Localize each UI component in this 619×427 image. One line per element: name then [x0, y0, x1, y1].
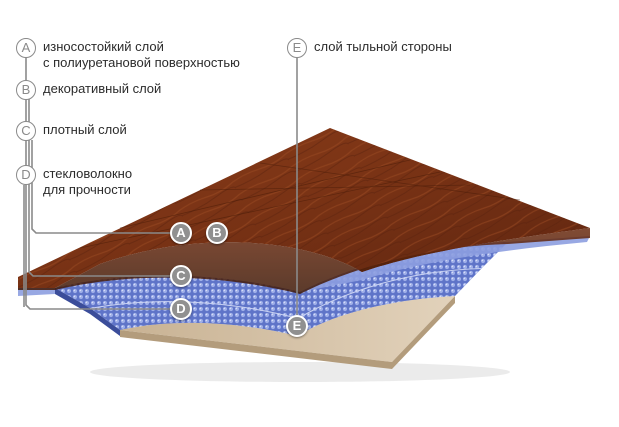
legend-badge-c: C — [16, 121, 36, 141]
plank-seams — [79, 159, 521, 249]
fiberglass-layer — [90, 268, 482, 336]
legend-item-c: C плотный слой — [16, 121, 127, 141]
fiberglass-layer-edge — [90, 308, 120, 336]
pin-d: D — [170, 298, 192, 320]
legend-text-a: износостойкий слой с полиуретановой пове… — [43, 39, 240, 70]
legend-badge-b: B — [16, 80, 36, 100]
backing-layer-edge — [120, 296, 455, 369]
legend-text-d: стекловолокно для прочности — [43, 166, 133, 197]
legend-item-e: E слой тыльной стороны — [287, 38, 452, 58]
wood-grain — [18, 128, 590, 288]
legend-text-b: декоративный слой — [43, 81, 162, 96]
legend-badge-e: E — [287, 38, 307, 58]
legend-badge-a: A — [16, 38, 36, 58]
pin-e: E — [286, 315, 308, 337]
backing-layer — [120, 296, 455, 362]
pin-c: C — [170, 265, 192, 287]
pin-a: A — [170, 222, 192, 244]
wear-layer — [18, 236, 590, 296]
wood-edge — [18, 228, 590, 294]
pin-b: B — [206, 222, 228, 244]
legend-item-d: D стекловолокно для прочности — [16, 165, 132, 198]
legend-text-c: плотный слой — [43, 122, 127, 137]
legend-text-e: слой тыльной стороны — [314, 39, 452, 54]
legend-item-b: B декоративный слой — [16, 80, 161, 100]
legend-item-a: A износостойкий слой с полиуретановой по… — [16, 38, 240, 71]
floor-shadow — [90, 362, 510, 382]
dense-layer-edge — [55, 288, 90, 314]
legend-badge-d: D — [16, 165, 36, 185]
